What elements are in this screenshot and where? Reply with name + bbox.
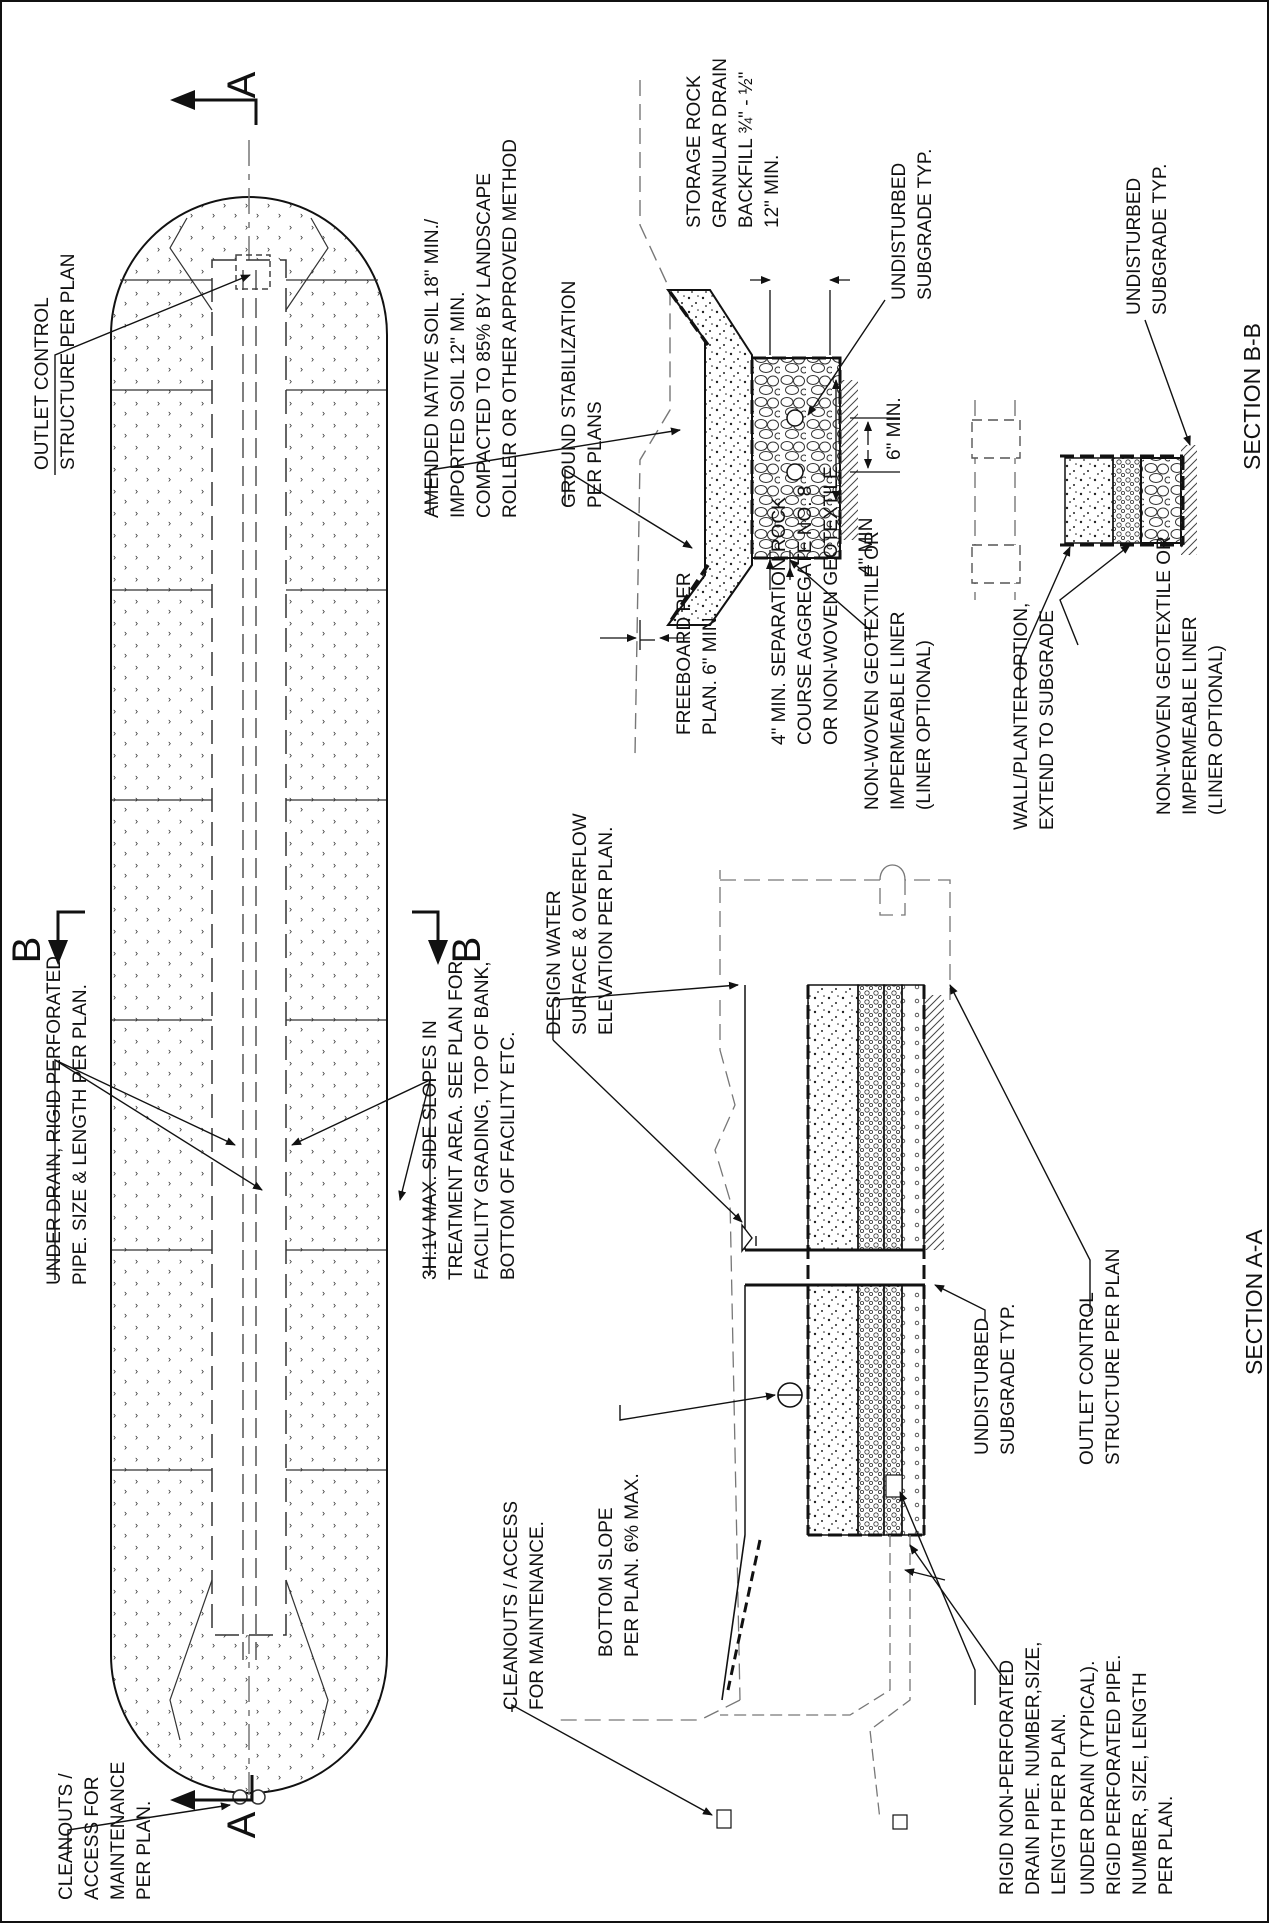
separation-rock-label: 4" MIN. SEPARATION ROCK COURSE AGGREGATE… <box>769 466 842 745</box>
amended-soil-a-2 <box>807 1284 859 1536</box>
outlet-structure <box>235 254 271 290</box>
section-a-cleanouts-label: CLEANOUTS / ACCESS FOR MAINTENANCE. <box>501 1496 548 1710</box>
section-marker-a-top <box>170 90 258 125</box>
amended-soil-a-1 <box>807 984 859 1251</box>
dim-6in-label: 6" MIN. <box>884 397 905 460</box>
a-leaders <box>511 981 1091 1816</box>
plan-view: A A B B <box>5 71 489 1855</box>
subgrade-hatch-b <box>840 380 858 540</box>
geotextile-label-2: NON-WOVEN GEOTEXTILE OR IMPERMEABLE LINE… <box>1154 531 1227 815</box>
amended-soil-label: AMENDED NATIVE SOIL 18" MIN./ IMPORTED S… <box>422 139 521 518</box>
storage-rock-b <box>751 357 841 559</box>
geotextile-label-1: NON-WOVEN GEOTEXTILE OR IMPERMEABLE LINE… <box>862 526 935 810</box>
section-marker-b-left <box>48 910 85 965</box>
plan-cleanouts-label: CLEANOUTS / ACCESS FOR MAINTENANCE PER P… <box>56 1756 155 1900</box>
bottom-slope-label: BOTTOM SLOPE PER PLAN. 6% MAX. <box>596 1473 643 1657</box>
section-a-top-letter: A <box>220 71 264 98</box>
plan-leaders <box>54 274 431 1855</box>
section-marker-a-bottom <box>170 1775 254 1810</box>
section-b-title: SECTION B-B <box>1239 323 1265 470</box>
section-b-left-letter: B <box>5 937 49 964</box>
section-marker-b-right <box>412 910 448 965</box>
section-a-outlet-label: OUTLET CONTROL STRUCTURE PER PLAN <box>1077 1249 1124 1465</box>
outlet-control-label: OUTLET CONTROL STRUCTURE PER PLAN <box>32 254 79 470</box>
non-perforated-pipe-label: RIGID NON-PERFORATED DRAIN PIPE. NUMBER,… <box>997 1636 1070 1895</box>
section-a-undisturbed-label: UNDISTURBED SUBGRADE TYP. <box>972 1304 1019 1455</box>
section-a-bottom-letter: A <box>220 1811 264 1838</box>
b-leaders <box>429 299 886 640</box>
under-drain-label: UNDER DRAIN, RIGID PERFORATED PIPE. SIZE… <box>44 951 91 1285</box>
freeboard-label: FREEBOARD PER PLAN. 6" MIN. <box>674 567 721 735</box>
storage-rock-label: STORAGE ROCK GRANULAR DRAIN BACKFILL ¾" … <box>684 53 783 228</box>
section-b-right-letter: B <box>445 937 489 964</box>
amended-soil-b <box>666 289 753 626</box>
dim-4in-label: 4" MIN <box>856 518 877 575</box>
side-slopes-label: 3H:1V MAX. SIDE SLOPES IN TREATMENT AREA… <box>420 956 519 1280</box>
treatment-area-bottom <box>211 259 287 1636</box>
b-lower-leaders <box>1019 319 1191 690</box>
undisturbed-subgrade-label-2: UNDISTURBED SUBGRADE TYP. <box>1124 164 1171 315</box>
section-a <box>511 864 1091 1830</box>
cleanout-a <box>232 1789 248 1805</box>
wall-planter-label: WALL/PLANTER OPTION, EXTEND TO SUBGRADE <box>1011 597 1058 830</box>
design-water-label: DESIGN WATER SURFACE & OVERFLOW ELEVATIO… <box>544 808 617 1035</box>
under-drain-typ-label: UNDER DRAIN (TYPICAL). RIGID PERFORATED … <box>1078 1649 1177 1895</box>
labels: OUTLET CONTROL STRUCTURE PER PLAN UNDER … <box>32 53 1269 1900</box>
grading-lines <box>112 217 386 1741</box>
section-b-lower <box>971 319 1197 690</box>
ground-stabilization-label: GROUND STABILIZATION PER PLANS <box>559 275 606 508</box>
undisturbed-subgrade-label-1: UNDISTURBED SUBGRADE TYP. <box>889 149 936 300</box>
section-a-title: SECTION A-A <box>1241 1229 1267 1375</box>
section-b-upper <box>429 80 900 756</box>
dims-b <box>600 276 900 650</box>
